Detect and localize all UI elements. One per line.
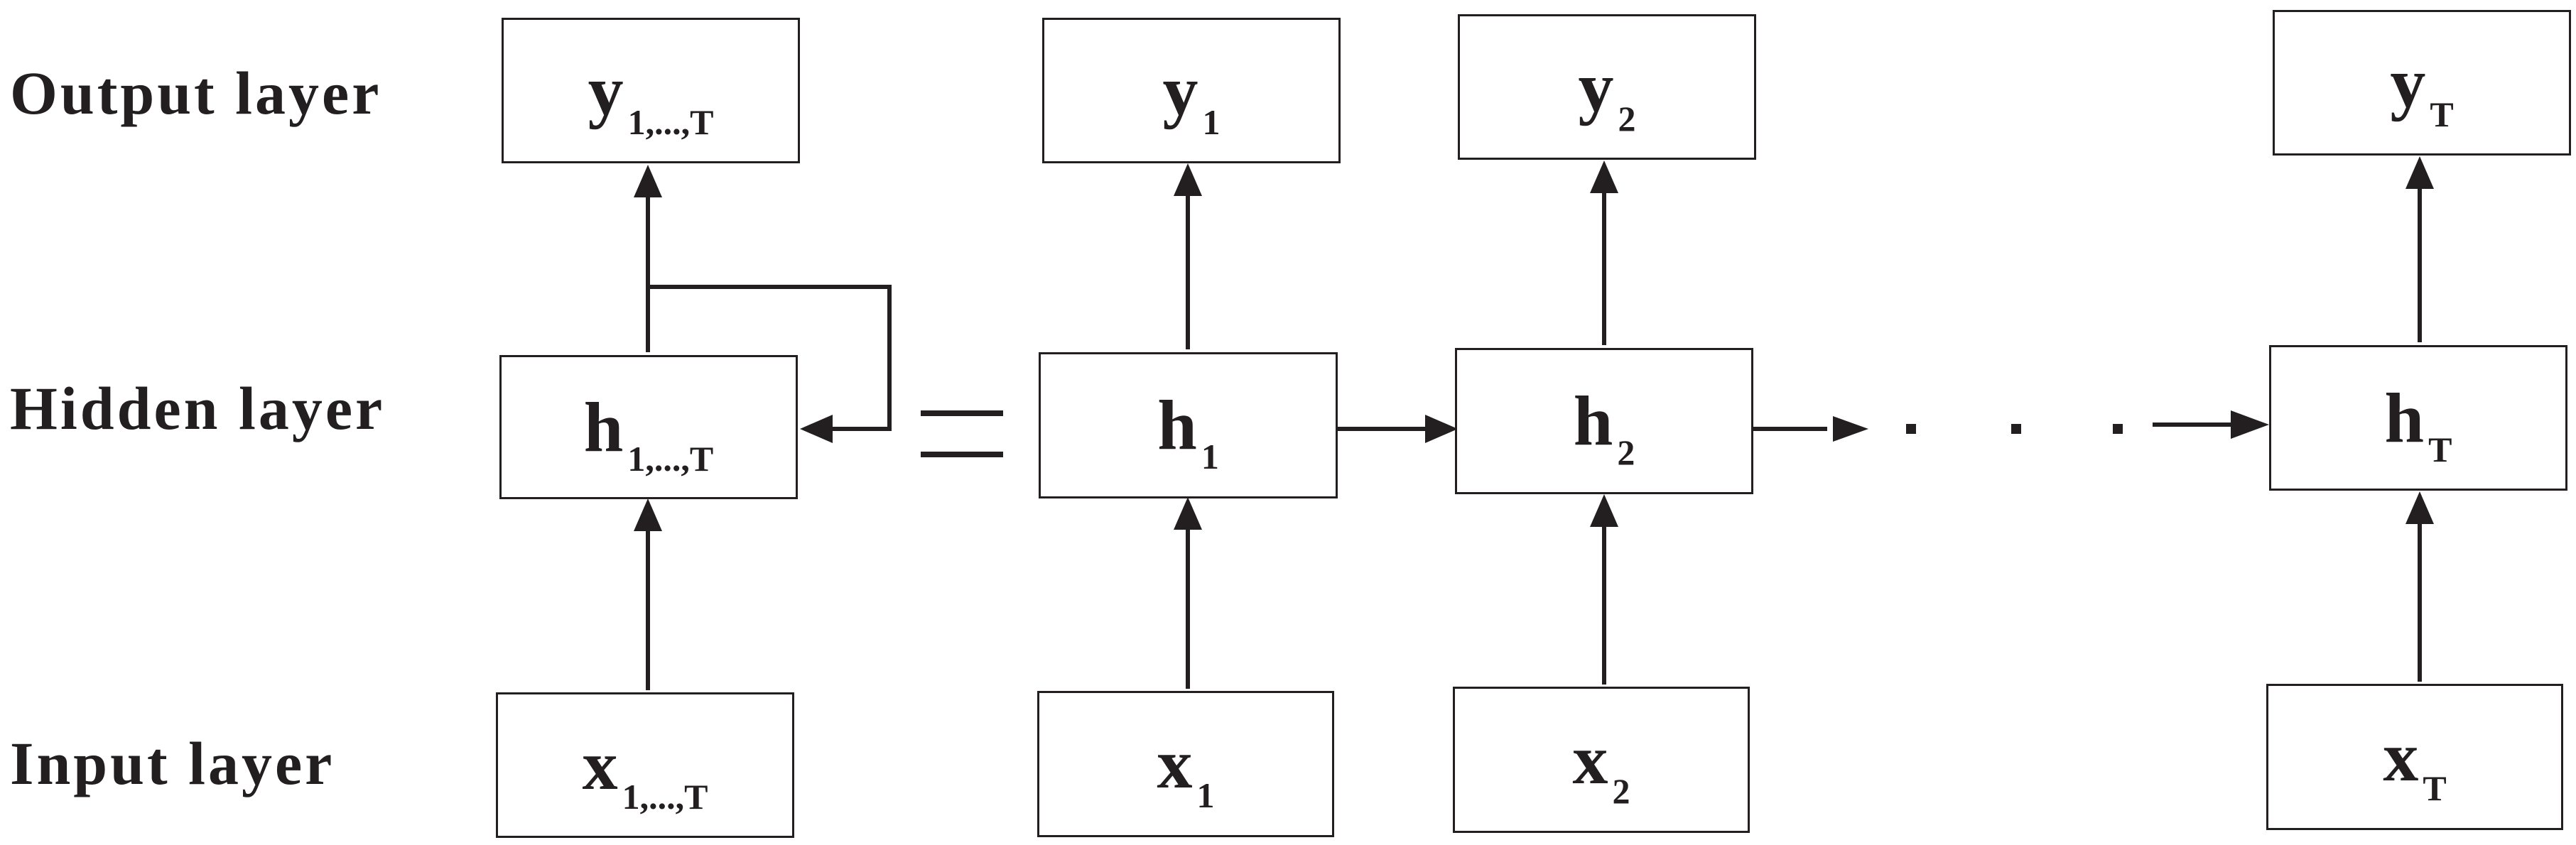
node-subscript: 1,...,T bbox=[627, 438, 714, 479]
node-subscript: 1,...,T bbox=[627, 102, 714, 142]
arrowhead-yT bbox=[2405, 156, 2434, 189]
arrowhead-y2 bbox=[1590, 160, 1618, 193]
node-variable: x bbox=[582, 725, 618, 805]
arrowhead-h1-h2 bbox=[1425, 415, 1458, 443]
equals-bar-top bbox=[921, 410, 1003, 416]
node-subscript: T bbox=[2423, 768, 2447, 808]
node-variable: x bbox=[1572, 720, 1608, 799]
arrowhead-h1 bbox=[1174, 497, 1202, 530]
arrowhead-h2-dots bbox=[1833, 416, 1868, 442]
node-variable: h bbox=[1157, 386, 1197, 464]
node-variable: y bbox=[1578, 47, 1614, 126]
node-variable: y bbox=[1162, 50, 1198, 130]
node-variable: h bbox=[1573, 381, 1613, 460]
input-layer-label: Input layer bbox=[10, 729, 335, 797]
arrowhead-y1 bbox=[1174, 163, 1202, 196]
ellipsis-dot bbox=[2113, 424, 2123, 434]
node-variable: h bbox=[2384, 378, 2425, 457]
recurrent-loop bbox=[648, 285, 892, 431]
node-variable: x bbox=[1157, 724, 1193, 803]
arrowhead-dots-hT bbox=[2231, 410, 2269, 439]
hidden-layer-label: Hidden layer bbox=[10, 374, 386, 442]
equals-bar-bottom bbox=[921, 452, 1003, 457]
node-subscript: 2 bbox=[1612, 771, 1630, 811]
arrowhead-folded-hidden bbox=[634, 498, 662, 531]
node-variable: y bbox=[2390, 43, 2426, 122]
node-variable: x bbox=[2383, 717, 2419, 796]
ellipsis-dot bbox=[2011, 424, 2021, 434]
node-subscript: 2 bbox=[1618, 98, 1636, 138]
ellipsis-dot bbox=[1906, 424, 1916, 434]
node-subscript: 2 bbox=[1617, 432, 1635, 472]
arrowhead-h2 bbox=[1590, 494, 1618, 527]
node-variable: h bbox=[583, 387, 624, 467]
node-subscript: 1 bbox=[1196, 775, 1215, 815]
node-subscript: 1 bbox=[1202, 102, 1221, 142]
node-subscript: T bbox=[2428, 429, 2452, 469]
arrowhead-hT bbox=[2405, 491, 2434, 524]
output-layer-label: Output layer bbox=[10, 59, 382, 127]
node-variable: y bbox=[588, 50, 624, 130]
arrowhead-folded-output bbox=[634, 165, 662, 197]
node-subscript: 1,...,T bbox=[622, 776, 708, 817]
node-subscript: T bbox=[2430, 94, 2454, 134]
arrowhead-loop bbox=[800, 415, 833, 443]
node-subscript: 1 bbox=[1201, 437, 1219, 476]
